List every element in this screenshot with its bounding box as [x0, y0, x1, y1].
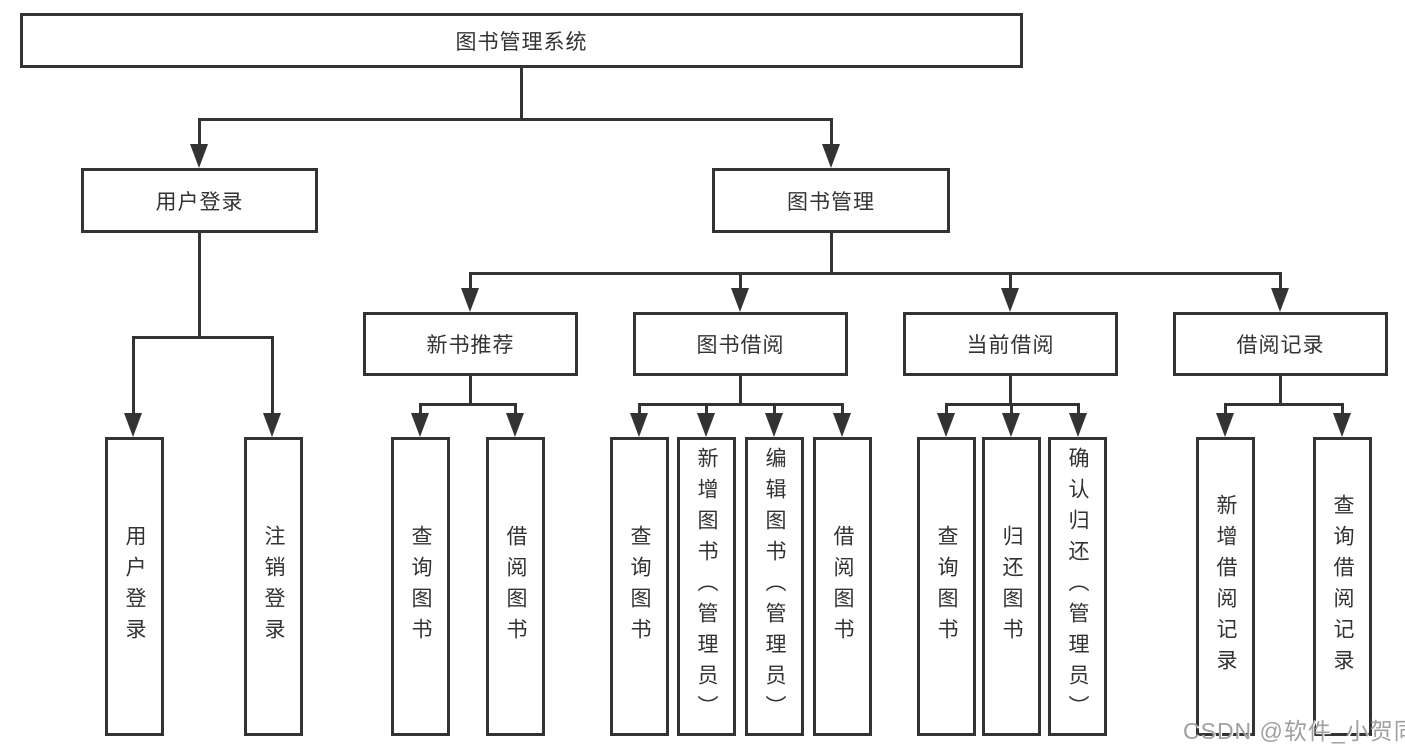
- connector-line: [1010, 403, 1013, 415]
- arrow-down-icon: [263, 413, 281, 437]
- connector-line: [638, 403, 844, 406]
- node-label: 新增借阅记录: [1214, 493, 1237, 680]
- arrow-down-icon: [1333, 413, 1351, 437]
- node-borrow-record: 借阅记录: [1173, 312, 1388, 376]
- node-leaf-user-login: 用户登录: [105, 437, 164, 736]
- node-label: 图书管理系统: [455, 30, 588, 54]
- connector-line: [1279, 272, 1282, 290]
- connector-line: [132, 336, 274, 339]
- connector-line: [1224, 403, 1227, 415]
- node-leaf-current-query: 查询图书: [917, 437, 976, 736]
- node-leaf-record-add: 新增借阅记录: [1196, 437, 1255, 736]
- node-label: 图书借阅: [696, 334, 785, 357]
- node-label: 归还图书: [1000, 524, 1023, 649]
- arrow-down-icon: [822, 144, 840, 168]
- connector-line: [1009, 376, 1012, 403]
- node-leaf-borrow-add: 新增图书（管理员）: [677, 437, 736, 736]
- connector-line: [739, 376, 742, 403]
- node-label: 查询借阅记录: [1331, 493, 1354, 680]
- node-label: 新书推荐: [426, 334, 515, 357]
- arrow-down-icon: [1069, 413, 1087, 437]
- connector-line: [132, 336, 135, 415]
- connector-line: [841, 403, 844, 415]
- node-label: 借阅图书: [831, 524, 854, 649]
- connector-line: [198, 233, 201, 336]
- connector-line: [514, 403, 517, 415]
- node-leaf-newbook-borrow: 借阅图书: [486, 437, 545, 736]
- connector-line: [773, 403, 776, 415]
- connector-line: [1279, 376, 1282, 403]
- connector-line: [1077, 403, 1080, 415]
- node-label: 图书管理: [787, 190, 875, 214]
- node-label: 当前借阅: [966, 334, 1055, 357]
- node-label: 新增图书（管理员）: [695, 447, 718, 726]
- connector-line: [271, 336, 274, 415]
- connector-line: [419, 403, 517, 406]
- node-label: 编辑图书（管理员）: [763, 447, 786, 726]
- connector-line: [1341, 403, 1344, 415]
- arrow-down-icon: [461, 288, 479, 312]
- connector-line: [520, 68, 523, 118]
- node-label: 查询图书: [935, 524, 958, 649]
- node-leaf-borrow-query: 查询图书: [610, 437, 669, 736]
- node-label: 查询图书: [628, 524, 651, 649]
- connector-line: [469, 272, 1282, 275]
- node-leaf-borrow-edit: 编辑图书（管理员）: [745, 437, 804, 736]
- arrow-down-icon: [1271, 288, 1289, 312]
- node-current-borrow: 当前借阅: [903, 312, 1118, 376]
- node-label: 注销登录: [262, 524, 285, 649]
- connector-line: [945, 403, 948, 415]
- connector-line: [638, 403, 641, 415]
- node-leaf-borrow-borrow: 借阅图书: [813, 437, 872, 736]
- arrow-down-icon: [1001, 288, 1019, 312]
- node-leaf-logout: 注销登录: [244, 437, 303, 736]
- arrow-down-icon: [506, 413, 524, 437]
- arrow-down-icon: [937, 413, 955, 437]
- node-book-management: 图书管理: [712, 168, 950, 233]
- arrow-down-icon: [124, 413, 142, 437]
- arrow-down-icon: [411, 413, 429, 437]
- arrow-down-icon: [630, 413, 648, 437]
- arrow-down-icon: [731, 288, 749, 312]
- arrow-down-icon: [190, 144, 208, 168]
- connector-line: [419, 403, 422, 415]
- connector-line: [198, 118, 201, 146]
- connector-line: [830, 233, 833, 272]
- node-label: 确认归还（管理员）: [1066, 447, 1089, 726]
- arrow-down-icon: [833, 413, 851, 437]
- connector-line: [739, 272, 742, 290]
- connector-line: [1009, 272, 1012, 290]
- arrow-down-icon: [765, 413, 783, 437]
- connector-line: [705, 403, 708, 415]
- node-label: 用户登录: [123, 524, 146, 649]
- node-leaf-current-confirm: 确认归还（管理员）: [1048, 437, 1107, 736]
- arrow-down-icon: [697, 413, 715, 437]
- connector-line: [469, 376, 472, 403]
- node-new-book-recommend: 新书推荐: [363, 312, 578, 376]
- node-label: 借阅记录: [1236, 334, 1325, 357]
- node-leaf-current-return: 归还图书: [982, 437, 1041, 736]
- connector-line: [198, 118, 832, 121]
- node-label: 借阅图书: [504, 524, 527, 649]
- connector-line: [469, 272, 472, 290]
- node-label: 查询图书: [409, 524, 432, 649]
- node-book-borrow: 图书借阅: [633, 312, 848, 376]
- node-label: 用户登录: [155, 190, 244, 214]
- connector-line: [1224, 403, 1344, 406]
- node-leaf-newbook-query: 查询图书: [391, 437, 450, 736]
- node-root-system: 图书管理系统: [20, 13, 1023, 68]
- arrow-down-icon: [1216, 413, 1234, 437]
- watermark: CSDN @软件_小贺同学: [1183, 718, 1405, 744]
- node-user-login: 用户登录: [81, 168, 318, 233]
- arrow-down-icon: [1002, 413, 1020, 437]
- connector-line: [830, 118, 833, 146]
- node-leaf-record-query: 查询借阅记录: [1313, 437, 1372, 736]
